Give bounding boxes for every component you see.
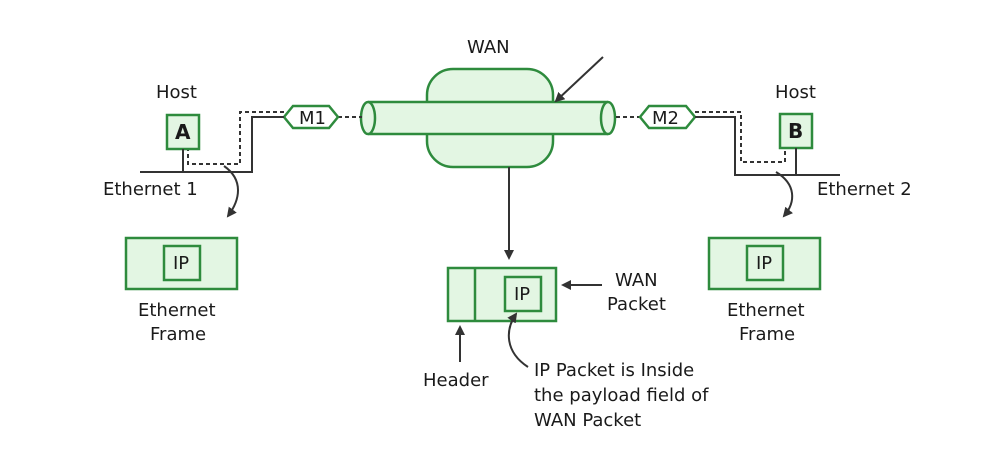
ethernet-frame-right-ip-label: IP: [756, 253, 772, 274]
ip-note-line-2: the payload field of: [534, 385, 709, 406]
ethernet1-link: [140, 116, 284, 173]
host-b-caption: Host: [775, 82, 816, 103]
host-b-letter: B: [788, 119, 803, 143]
wan-label: WAN: [467, 37, 510, 58]
ip-note-line-1: IP Packet is Inside: [534, 360, 694, 381]
host-a-caption: Host: [156, 82, 197, 103]
ethernet-frame-right-ip: [745, 244, 785, 282]
wan-packet-ip-label: IP: [514, 284, 530, 305]
m1-label: M1: [299, 108, 326, 129]
ethernet2-dashed-path: [695, 111, 786, 163]
ethernet-frame-left-label-2: Frame: [150, 324, 206, 345]
ip-note-pointer: [507, 312, 529, 368]
router-m1: M1: [282, 104, 340, 130]
ethernet-frame-right-label-1: Ethernet: [727, 300, 805, 321]
router-m2: M2: [638, 104, 697, 130]
ethernet-frame-left-ip-label: IP: [173, 253, 189, 274]
ethernet1-label: Ethernet 1: [103, 179, 198, 200]
wan-packet-ip: [503, 275, 543, 313]
ip-note-line-3: WAN Packet: [534, 410, 641, 431]
wan-pipe: [359, 100, 617, 136]
ethernet1-dashed-path: [187, 111, 284, 165]
host-b-box: [778, 112, 814, 150]
ethernet-frame-left-label-1: Ethernet: [138, 300, 216, 321]
pipe-pointer-arrow: [554, 56, 604, 103]
ethernet1-arrow: [223, 165, 239, 218]
ethernet-frame-right-label-2: Frame: [739, 324, 795, 345]
ethernet2-link: [695, 116, 840, 176]
host-a-letter: A: [175, 120, 191, 144]
wan-packet-label-1: WAN: [615, 270, 658, 291]
ethernet-frame-left-ip: [162, 244, 202, 282]
header-label: Header: [423, 370, 489, 391]
m2-label: M2: [652, 108, 679, 129]
wan-packet-label-2: Packet: [607, 294, 666, 315]
ethernet2-label: Ethernet 2: [817, 179, 912, 200]
ethernet2-arrow: [775, 171, 794, 218]
